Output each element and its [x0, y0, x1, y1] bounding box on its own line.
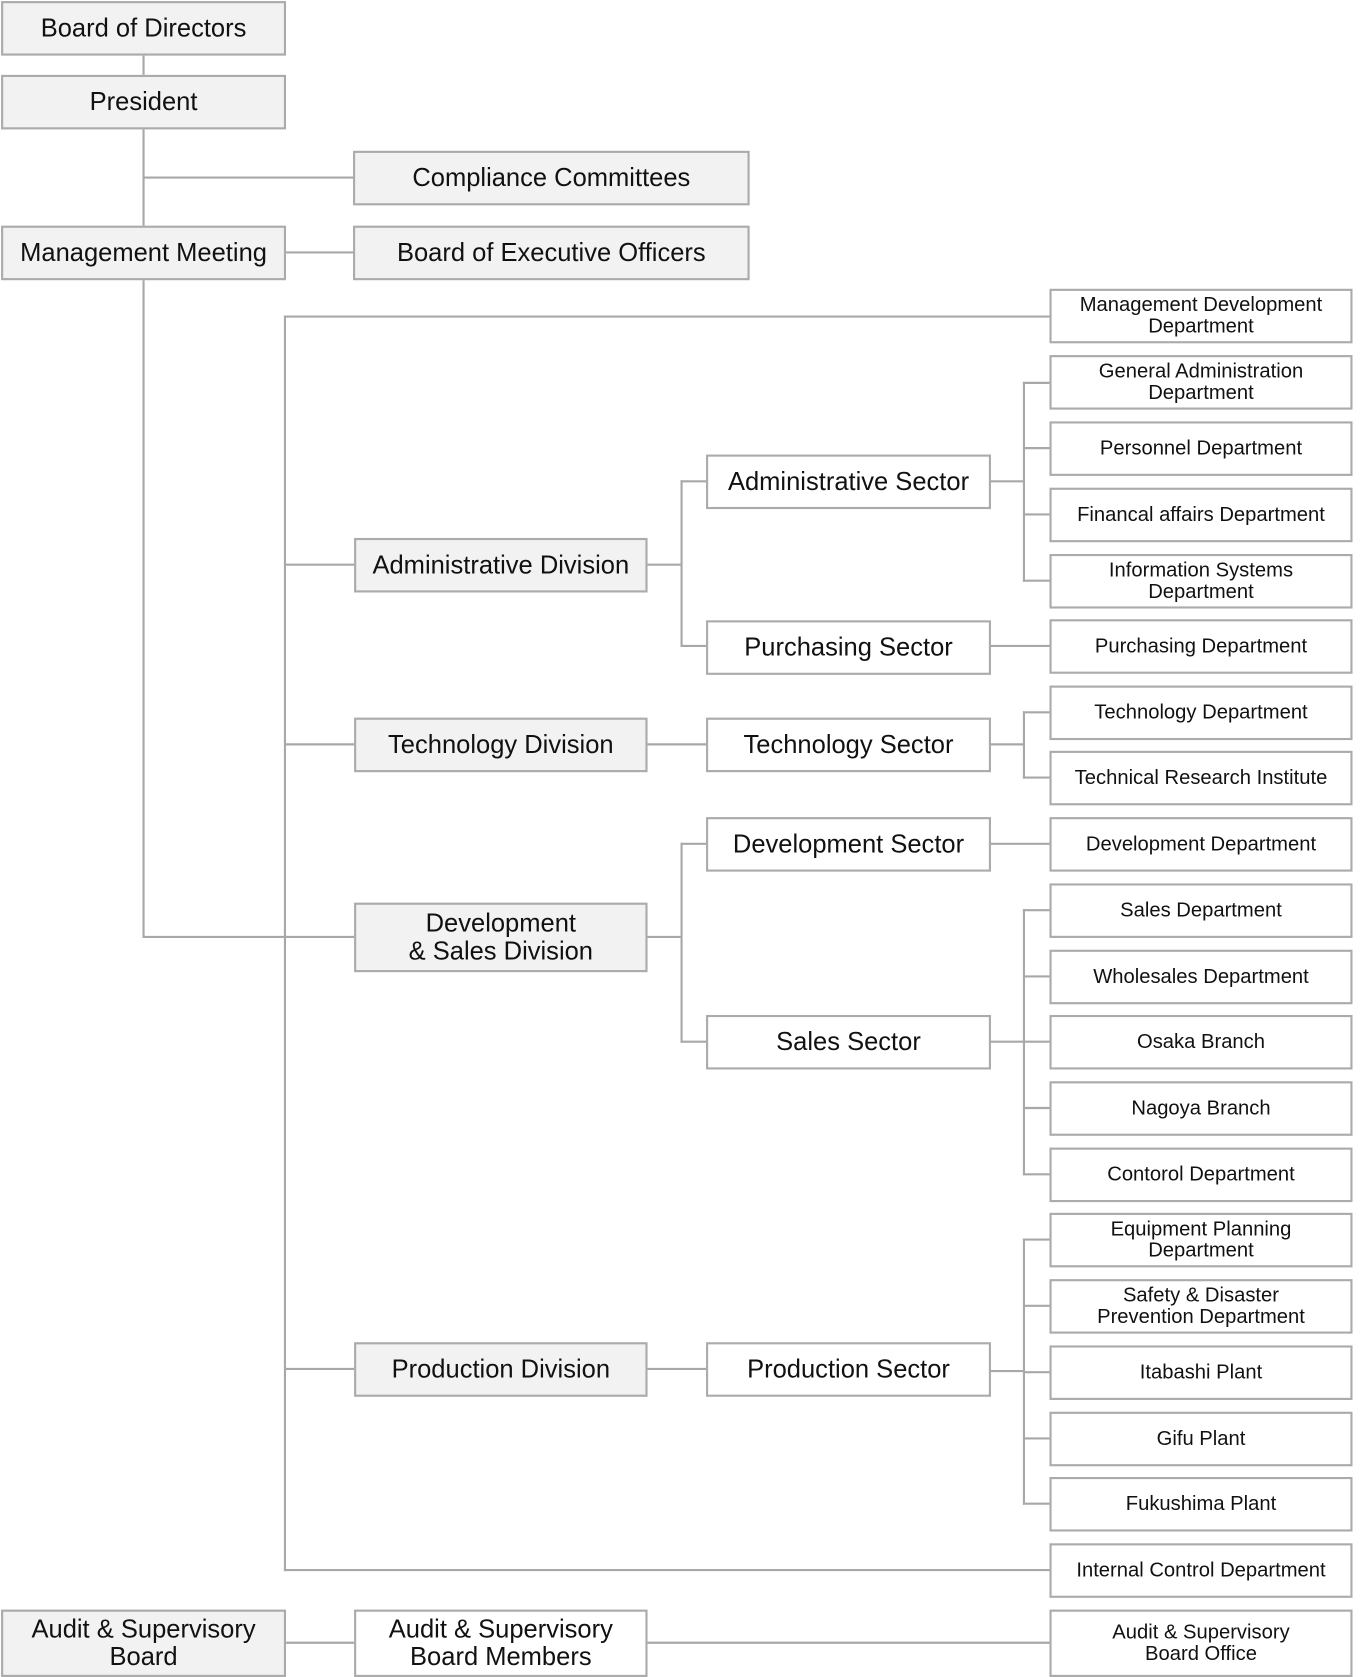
- department-box: Technology Department: [1049, 685, 1353, 741]
- department-box: Sales Department: [1049, 883, 1353, 938]
- department-box: Gifu Plant: [1049, 1411, 1353, 1467]
- department-box: Development Department: [1049, 817, 1353, 872]
- department-box: Nagoya Branch: [1049, 1081, 1353, 1136]
- department-box: Financal affairs Department: [1049, 487, 1353, 543]
- management-meeting-box: Management Meeting: [1, 225, 287, 281]
- department-box: Information Systems Department: [1049, 554, 1353, 609]
- department-box: Technical Research Institute: [1049, 750, 1353, 806]
- development-sales-division-box: Development & Sales Division: [354, 902, 648, 973]
- sales-sector-box: Sales Sector: [706, 1014, 991, 1070]
- compliance-committees-box: Compliance Committees: [353, 150, 750, 206]
- audit-supervisory-board-box: Audit & Supervisory Board: [1, 1609, 287, 1677]
- department-box: Wholesales Department: [1049, 949, 1353, 1005]
- department-box: Management Development Department: [1049, 288, 1353, 344]
- department-box: Contorol Department: [1049, 1147, 1353, 1203]
- administrative-sector-box: Administrative Sector: [706, 454, 991, 510]
- production-sector-box: Production Sector: [706, 1342, 991, 1397]
- board-of-directors-box: Board of Directors: [1, 1, 287, 56]
- development-sector-box: Development Sector: [706, 817, 991, 872]
- production-division-box: Production Division: [354, 1342, 648, 1397]
- department-box: Fukushima Plant: [1049, 1476, 1353, 1532]
- department-box: General Administration Department: [1049, 355, 1353, 410]
- department-box: Safety & Disaster Prevention Department: [1049, 1279, 1353, 1334]
- department-box: Equipment Planning Department: [1049, 1212, 1353, 1268]
- department-box: Internal Control Department: [1049, 1543, 1353, 1598]
- audit-board-office-box: Audit & Supervisory Board Office: [1049, 1609, 1353, 1677]
- audit-board-members-box: Audit & Supervisory Board Members: [354, 1609, 648, 1677]
- department-box: Purchasing Department: [1049, 619, 1353, 674]
- administrative-division-box: Administrative Division: [354, 537, 648, 593]
- board-of-executive-officers-box: Board of Executive Officers: [353, 225, 750, 281]
- purchasing-sector-box: Purchasing Sector: [706, 620, 991, 675]
- department-box: Itabashi Plant: [1049, 1345, 1353, 1400]
- technology-sector-box: Technology Sector: [706, 717, 991, 773]
- department-box: Osaka Branch: [1049, 1014, 1353, 1070]
- president-box: President: [1, 74, 287, 130]
- department-box: Personnel Department: [1049, 421, 1353, 476]
- technology-division-box: Technology Division: [354, 717, 648, 773]
